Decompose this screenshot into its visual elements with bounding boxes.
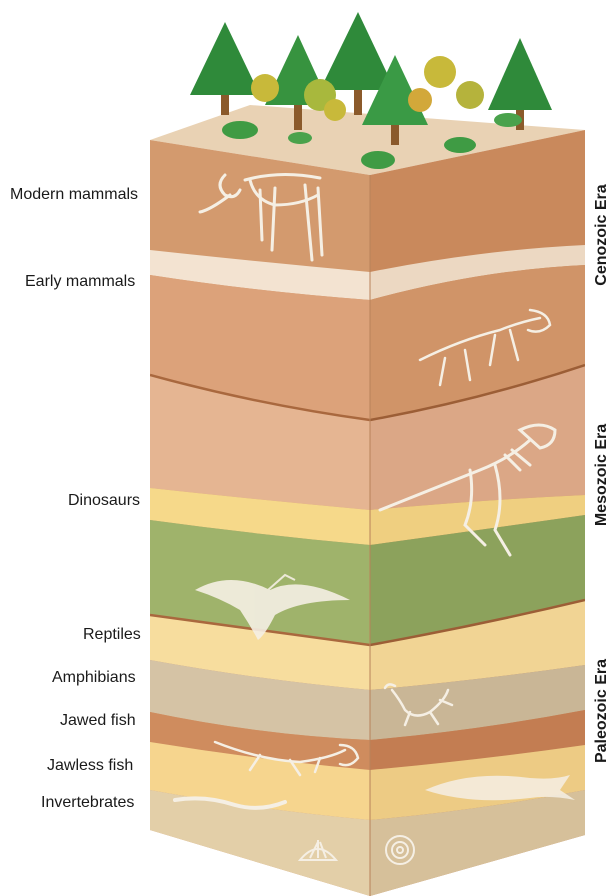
layer-label-reptiles: Reptiles xyxy=(83,626,141,644)
layer-label-dinosaurs: Dinosaurs xyxy=(68,492,140,510)
layer-label-early-mammals: Early mammals xyxy=(25,273,135,291)
era-label-paleozoic: Paleozoic Era xyxy=(593,641,611,781)
era-label-mesozoic: Mesozoic Era xyxy=(593,405,611,545)
era-label-cenozoic: Cenozoic Era xyxy=(593,165,611,305)
layer-label-amphibians: Amphibians xyxy=(52,669,136,687)
front-face xyxy=(150,100,380,896)
layer-label-modern-mammals: Modern mammals xyxy=(10,186,138,204)
layer-label-jawed-fish: Jawed fish xyxy=(60,712,136,730)
layer-label-jawless-fish: Jawless fish xyxy=(47,757,133,775)
layer-label-invertebrates: Invertebrates xyxy=(41,794,134,812)
